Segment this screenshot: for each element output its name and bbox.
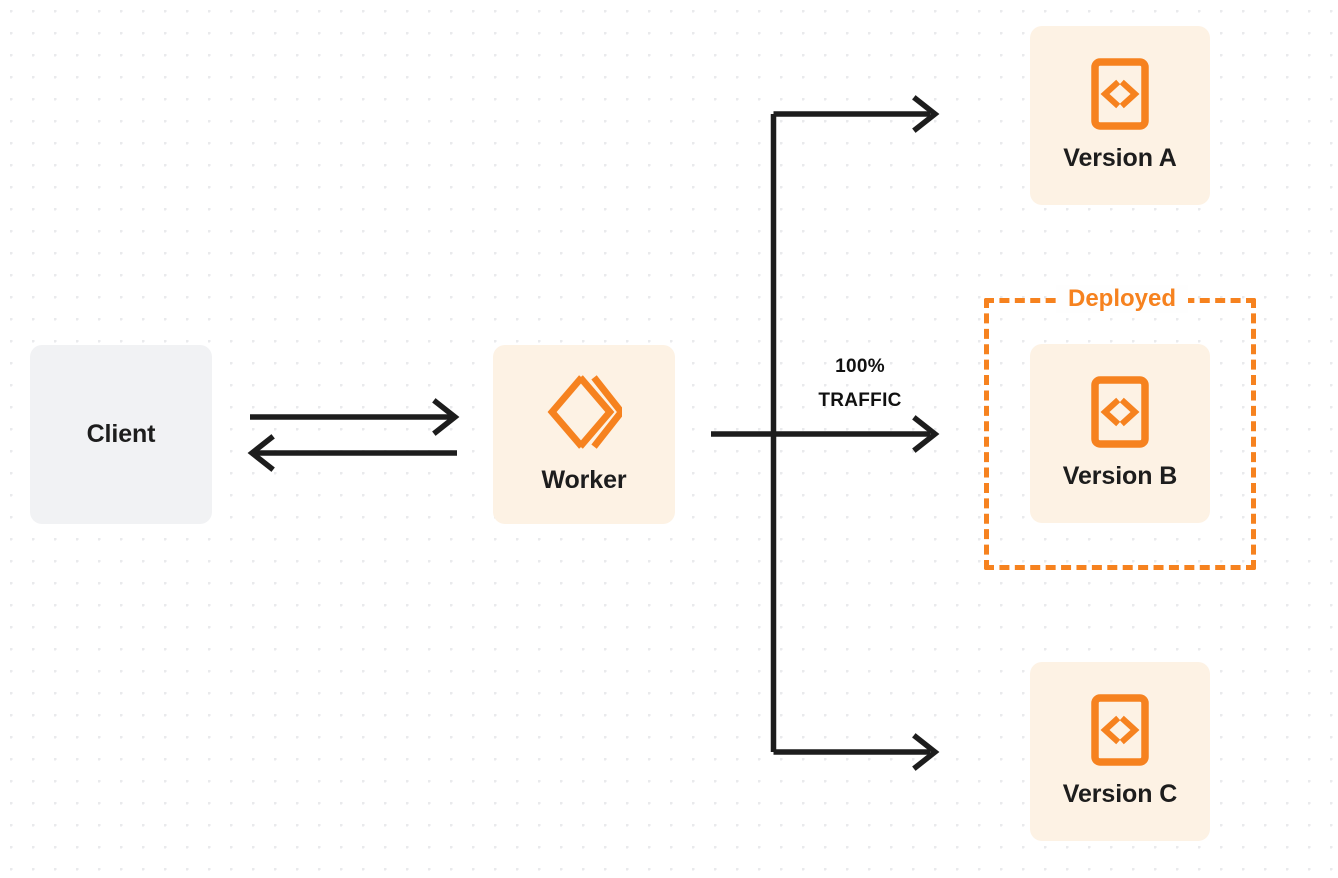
cloudflare-workers-logo-icon bbox=[546, 374, 622, 450]
code-brackets-icon bbox=[1091, 376, 1149, 448]
version-a-label: Version A bbox=[1063, 144, 1177, 172]
node-worker[interactable]: Worker bbox=[493, 345, 675, 524]
node-client[interactable]: Client bbox=[30, 345, 212, 524]
deployed-group-label: Deployed bbox=[1056, 285, 1189, 313]
edge-to-version-b bbox=[912, 415, 940, 453]
traffic-word: TRAFFIC bbox=[818, 390, 902, 411]
version-b-label: Version B bbox=[1062, 462, 1178, 490]
traffic-label: 100% TRAFFIC bbox=[790, 350, 930, 418]
client-label: Client bbox=[86, 420, 156, 448]
node-version-c[interactable]: Version C bbox=[1030, 662, 1210, 841]
edge-client-to-worker bbox=[250, 398, 460, 436]
traffic-percent: 100% bbox=[835, 356, 885, 377]
worker-label: Worker bbox=[541, 466, 627, 494]
edge-to-version-c bbox=[773, 733, 940, 771]
edge-worker-to-client bbox=[247, 434, 457, 472]
version-c-label: Version C bbox=[1062, 780, 1178, 808]
edge-to-version-a bbox=[773, 95, 940, 133]
code-brackets-icon bbox=[1091, 58, 1149, 130]
node-version-b[interactable]: Version B bbox=[1030, 344, 1210, 523]
code-brackets-icon bbox=[1091, 694, 1149, 766]
node-version-a[interactable]: Version A bbox=[1030, 26, 1210, 205]
